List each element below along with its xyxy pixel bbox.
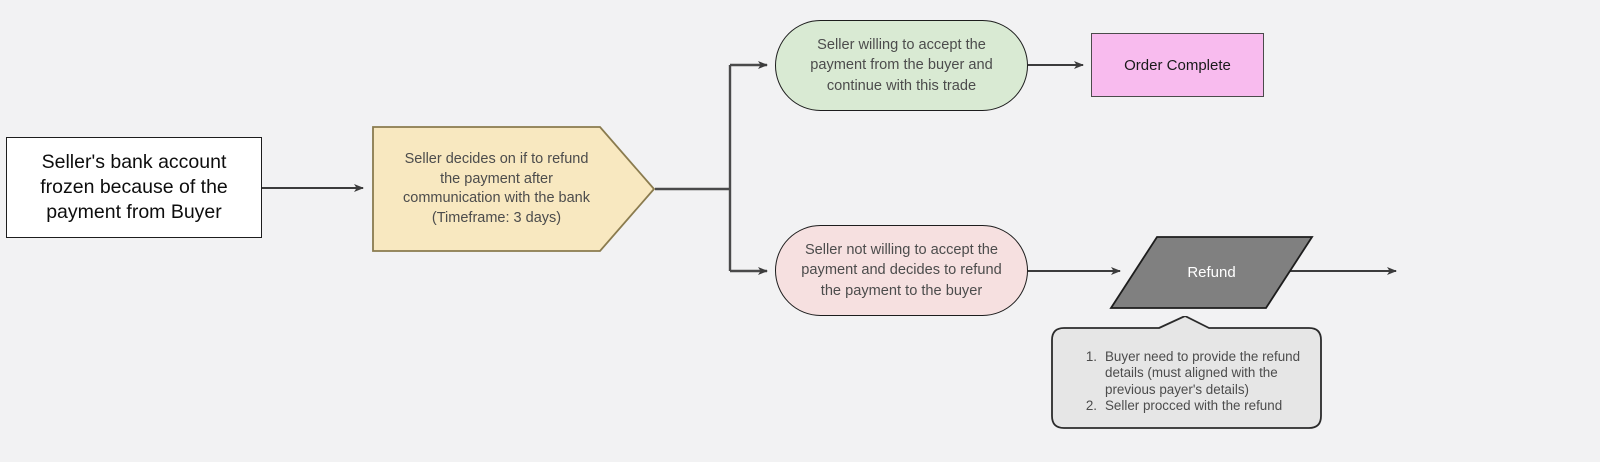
node-start-label: Seller's bank account frozen because of … [40,151,228,223]
pentagon-shape [372,126,655,252]
note-list: 1. Buyer need to provide the refund deta… [1051,331,1322,415]
note-item-number: 2. [1085,397,1097,413]
note-item-text: Buyer need to provide the refund details… [1105,348,1301,397]
node-refuse-label: Seller not willing to accept the payment… [801,241,1002,299]
node-decision-label: Seller decides on if to refund the payme… [403,151,590,226]
node-seller-not-willing-accept[interactable]: Seller not willing to accept the payment… [775,225,1028,316]
parallelogram-shape [1109,236,1314,309]
note-list-item: 1. Buyer need to provide the refund deta… [1077,349,1308,398]
node-seller-willing-accept[interactable]: Seller willing to accept the payment fro… [775,20,1028,111]
node-decision-seller-decides[interactable]: Seller decides on if to refund the payme… [372,126,655,252]
node-accept-label: Seller willing to accept the payment fro… [810,36,993,94]
note-list-item: 2. Seller procced with the refund [1077,398,1308,414]
note-item-number: 1. [1085,348,1097,364]
node-refund[interactable]: Refund [1109,235,1314,310]
node-order-complete[interactable]: Order Complete [1091,33,1264,97]
node-order-complete-label: Order Complete [1124,56,1231,74]
note-refund-details[interactable]: 1. Buyer need to provide the refund deta… [1051,316,1322,429]
node-start-seller-bank-frozen[interactable]: Seller's bank account frozen because of … [6,137,262,238]
node-refund-label: Refund [1187,264,1236,281]
note-item-text: Seller procced with the refund [1105,397,1283,413]
callout-shape [1051,316,1322,429]
